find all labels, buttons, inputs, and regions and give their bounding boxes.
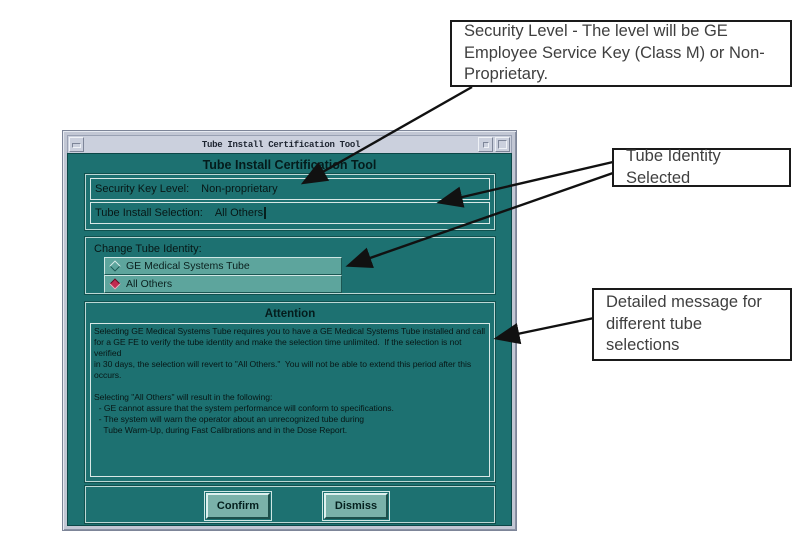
maximize-icon xyxy=(498,140,507,149)
attention-group: Attention Selecting GE Medical Systems T… xyxy=(85,302,495,482)
attention-title: Attention xyxy=(264,308,316,320)
callout-tube-identity-text: Tube Identity Selected xyxy=(626,146,721,187)
button-bar: Confirm Dismiss xyxy=(85,486,495,523)
attention-message: Selecting GE Medical Systems Tube requir… xyxy=(90,323,490,477)
callout-security-level: Security Level - The level will be GE Em… xyxy=(450,20,792,87)
dialog-content: Tube Install Certification Tool Security… xyxy=(67,153,512,526)
change-tube-identity-group: Change Tube Identity: GE Medical Systems… xyxy=(85,237,495,294)
callout-detailed-message-text: Detailed message for different tube sele… xyxy=(606,292,762,355)
window-title: Tube Install Certification Tool xyxy=(201,139,361,150)
security-key-level-value: Non-proprietary xyxy=(201,183,278,195)
security-key-level-label: Security Key Level: xyxy=(95,183,190,195)
callout-detailed-message: Detailed message for different tube sele… xyxy=(592,288,792,361)
radio-selected-icon[interactable] xyxy=(109,278,121,290)
radio-unselected-icon[interactable] xyxy=(109,260,121,272)
dismiss-button[interactable]: Dismiss xyxy=(324,493,388,519)
tube-install-window: Tube Install Certification Tool Tube Ins… xyxy=(62,130,517,531)
text-cursor xyxy=(264,207,267,219)
radio-label: All Others xyxy=(126,278,173,290)
change-tube-identity-label: Change Tube Identity: xyxy=(94,243,202,255)
callout-security-level-text: Security Level - The level will be GE Em… xyxy=(464,21,765,84)
security-key-level-field[interactable]: Security Key Level: Non-proprietary xyxy=(90,178,490,200)
tube-install-selection-value: All Others xyxy=(214,207,264,219)
window-menu-icon xyxy=(72,143,81,148)
window-menu-button[interactable] xyxy=(69,137,84,152)
dismiss-button-frame: Dismiss xyxy=(322,491,390,521)
maximize-button[interactable] xyxy=(495,137,510,152)
confirm-button[interactable]: Confirm xyxy=(206,493,270,519)
radio-ge-medical-systems-tube[interactable]: GE Medical Systems Tube xyxy=(104,257,342,275)
status-fields-group: Security Key Level: Non-proprietary Tube… xyxy=(85,174,495,230)
callout-tube-identity: Tube Identity Selected xyxy=(612,146,791,187)
radio-all-others[interactable]: All Others xyxy=(104,275,342,293)
confirm-button-frame: Confirm xyxy=(204,491,272,521)
tube-install-selection-label: Tube Install Selection: xyxy=(95,207,203,219)
dialog-heading: Tube Install Certification Tool xyxy=(202,158,377,172)
minimize-button[interactable] xyxy=(478,137,493,152)
tube-install-selection-field[interactable]: Tube Install Selection: All Others xyxy=(90,202,490,224)
minimize-icon xyxy=(483,142,489,148)
window-titlebar[interactable]: Tube Install Certification Tool xyxy=(67,135,512,154)
radio-label: GE Medical Systems Tube xyxy=(126,260,250,272)
